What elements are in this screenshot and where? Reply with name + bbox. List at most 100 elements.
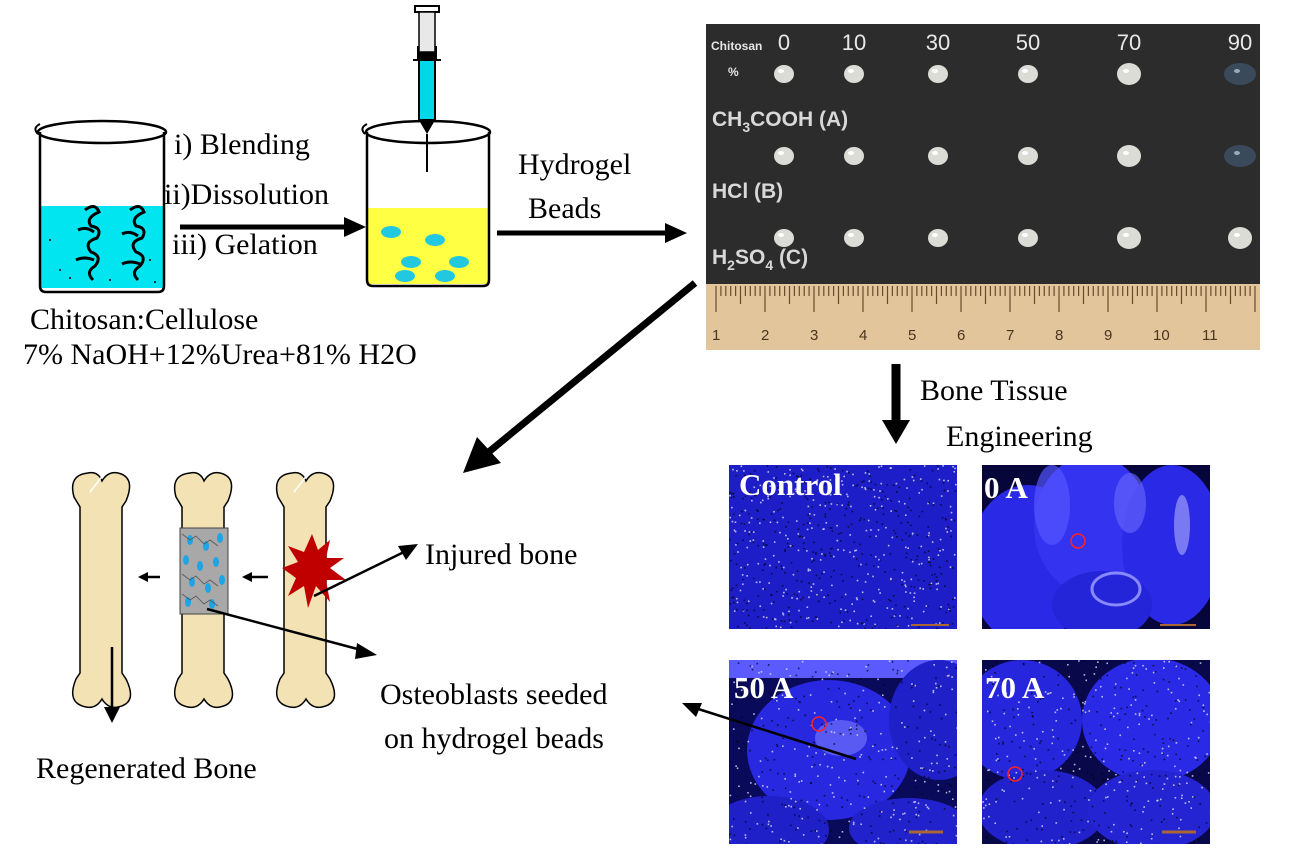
micro-speckle [808,582,810,584]
micro-speckle [884,628,887,629]
micro-speckle [750,812,752,814]
micro-speckle [809,478,812,480]
micro-speckle [1161,752,1163,754]
micro-speckle [913,474,916,477]
micro-speckle [948,765,950,767]
micro-speckle [733,601,735,604]
micro-speckle [950,535,952,538]
hydrogel-bead [774,229,794,247]
micro-speckle [855,728,858,730]
micro-speckle [769,521,772,524]
micro-speckle [1174,775,1177,778]
micro-speckle [941,517,944,519]
micro-speckle [824,505,827,507]
micro-speckle [1095,689,1097,691]
micro-speckle [849,619,852,622]
micro-speckle [952,798,954,800]
micro-speckle [791,545,794,547]
micro-speckle [948,608,950,610]
micro-speckle [791,597,793,599]
micro-speckle [954,467,956,470]
micro-speckle [950,530,952,532]
micro-speckle [766,786,769,788]
micro-speckle [785,668,788,670]
micro-speckle [779,840,781,843]
micro-speckle [880,732,882,735]
micro-speckle [1057,674,1060,676]
micro-speckle [807,816,809,819]
micro-speckle [937,790,940,792]
micro-speckle [1100,843,1103,844]
micro-speckle [903,726,906,728]
micro-speckle [848,729,851,731]
micro-speckle [729,491,731,494]
micro-speckle [1134,699,1137,701]
hydrogel-bead [844,65,864,83]
micro-speckle [838,687,841,690]
micro-speckle [944,713,947,716]
micro-speckle [765,627,768,629]
micro-speckle [831,766,833,769]
micro-speckle [803,547,805,550]
micro-speckle [749,795,752,798]
micro-speckle [730,731,733,734]
micro-speckle [1126,795,1128,798]
micro-speckle [817,470,820,472]
micro-speckle [868,473,871,475]
micro-speckle [798,590,801,593]
micro-speckle [899,818,901,821]
micro-speckle [907,660,909,662]
micro-speckle [737,625,739,628]
micro-speckle [1094,752,1097,754]
micro-speckle [761,800,764,803]
micro-speckle [846,799,849,801]
micro-speckle [753,469,756,472]
micro-speckle [1187,737,1190,740]
micro-speckle [811,756,814,758]
micro-speckle [894,614,897,616]
micro-speckle [915,558,918,561]
micro-speckle [1118,718,1121,721]
micro-speckle [748,521,751,524]
micro-speckle [1206,753,1208,755]
micro-speckle [992,681,995,683]
micro-speckle [833,555,835,558]
micro-speckle [1154,671,1157,673]
micro-speckle [807,505,810,508]
micro-speckle [955,711,957,714]
micro-speckle [742,497,744,500]
micro-speckle [1036,828,1038,830]
micro-speckle [1150,773,1153,776]
micro-speckle [898,500,900,503]
bead-highlight [848,151,854,155]
micro-speckle [1083,674,1086,676]
micro-speckle [861,481,863,483]
micro-speckle [930,730,932,732]
micro-speckle [773,541,776,543]
micro-speckle [889,467,892,469]
micro-speckle [815,799,818,802]
micro-speckle [829,508,831,510]
micro-speckle [1052,757,1055,760]
micro-speckle [800,474,803,477]
micro-speckle [897,777,900,780]
micro-speckle [1041,828,1043,831]
micro-speckle [988,815,990,818]
micro-speckle [917,626,920,629]
micro-speckle [904,502,906,505]
micro-speckle [790,695,793,698]
micro-speckle [823,753,826,756]
micro-speckle [925,829,928,832]
micro-speckle [795,475,798,478]
micro-speckle [985,779,988,782]
micro-speckle [900,522,903,524]
micro-speckle [1080,698,1083,701]
micro-speckle [788,840,790,843]
micro-speckle [847,526,850,528]
micro-speckle [746,575,748,577]
micro-speckle [915,816,918,819]
micro-speckle [1114,683,1117,685]
micro-speckle [991,683,994,685]
micro-speckle [880,505,883,508]
micro-speckle [751,729,753,732]
